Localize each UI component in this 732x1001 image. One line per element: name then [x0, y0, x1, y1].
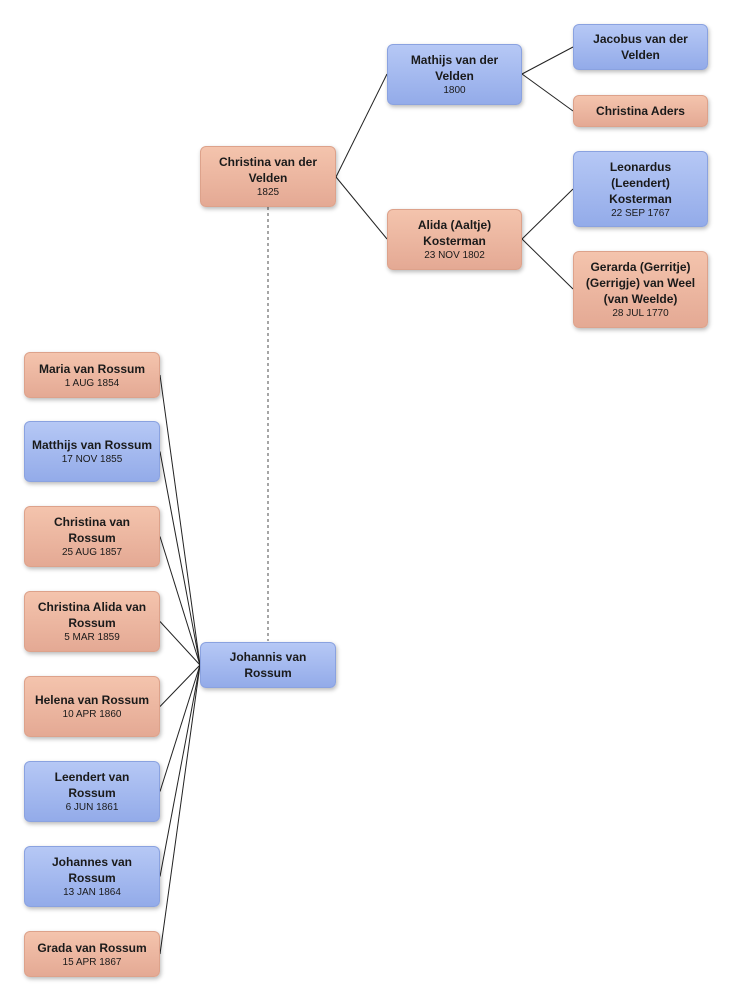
person-name: Christina van der Velden — [218, 155, 318, 185]
edge-christina-alida — [335, 176, 388, 240]
child-helena-van-rossum[interactable]: Helena van Rossum 10 APR 1860 — [24, 676, 160, 737]
person-name: Johannes van Rossum — [51, 855, 133, 885]
person-name: Gerarda (Gerritje) (Gerrigje) van Weel (… — [585, 260, 696, 306]
person-date: 23 NOV 1802 — [424, 250, 485, 261]
person-mathijs-van-der-velden[interactable]: Mathijs van der Velden 1800 — [387, 44, 522, 105]
person-date: 1800 — [443, 85, 466, 96]
person-christina-aders[interactable]: Christina Aders — [573, 95, 708, 127]
person-name: Johannis van Rossum — [229, 650, 307, 680]
person-gerarda-van-weel[interactable]: Gerarda (Gerritje) (Gerrigje) van Weel (… — [573, 251, 708, 328]
person-date: 13 JAN 1864 — [63, 887, 121, 898]
person-name: Jacobus van der Velden — [593, 32, 688, 62]
edge-christina-mathijs — [335, 73, 388, 178]
edge-child-johannes-van-rossum — [159, 664, 201, 877]
person-name: Matthijs van Rossum — [31, 438, 153, 452]
person-name: Mathijs van der Velden — [410, 53, 499, 83]
child-matthijs-van-rossum[interactable]: Matthijs van Rossum 17 NOV 1855 — [24, 421, 160, 482]
person-date: 28 JUL 1770 — [612, 308, 669, 319]
edge-child-leendert-van-rossum — [159, 664, 201, 792]
person-name: Christina Aders — [596, 104, 685, 118]
person-name: Alida (Aaltje) Kosterman — [417, 218, 492, 248]
person-date: 1 AUG 1854 — [64, 377, 120, 389]
person-date: 10 APR 1860 — [62, 709, 122, 720]
person-leonardus-kosterman[interactable]: Leonardus (Leendert) Kosterman 22 SEP 17… — [573, 151, 708, 227]
person-name: Leendert van Rossum — [54, 770, 130, 800]
person-date: 15 APR 1867 — [62, 956, 122, 968]
edge-child-maria-van-rossum — [159, 374, 201, 666]
person-date: 17 NOV 1855 — [61, 454, 123, 465]
edge-alida-leonardus — [521, 188, 574, 240]
edge-child-helena-van-rossum — [159, 664, 201, 707]
edge-alida-gerarda — [521, 238, 574, 290]
person-name: Christina Alida van Rossum — [37, 600, 147, 630]
edge-child-grada-van-rossum — [159, 664, 201, 955]
person-name: Christina van Rossum — [53, 515, 131, 545]
child-johannes-van-rossum[interactable]: Johannes van Rossum 13 JAN 1864 — [24, 846, 160, 907]
person-date: 22 SEP 1767 — [611, 207, 670, 219]
person-date: 5 MAR 1859 — [64, 632, 120, 643]
edge-child-christina-alida-van-rossum — [159, 621, 201, 666]
edge-mathijs-christina-aders — [521, 73, 574, 112]
person-johannis-van-rossum[interactable]: Johannis van Rossum — [200, 642, 336, 688]
child-christina-alida-van-rossum[interactable]: Christina Alida van Rossum 5 MAR 1859 — [24, 591, 160, 652]
person-jacobus-van-der-velden[interactable]: Jacobus van der Velden — [573, 24, 708, 70]
child-christina-van-rossum[interactable]: Christina van Rossum 25 AUG 1857 — [24, 506, 160, 567]
person-alida-kosterman[interactable]: Alida (Aaltje) Kosterman 23 NOV 1802 — [387, 209, 522, 270]
child-leendert-van-rossum[interactable]: Leendert van Rossum 6 JUN 1861 — [24, 761, 160, 822]
person-name: Leonardus (Leendert) Kosterman — [609, 159, 672, 206]
person-date: 1825 — [256, 187, 280, 198]
person-christina-van-der-velden[interactable]: Christina van der Velden 1825 — [200, 146, 336, 207]
person-name: Maria van Rossum — [38, 361, 146, 376]
edge-child-matthijs-van-rossum — [159, 451, 201, 666]
edge-child-christina-van-rossum — [159, 536, 201, 666]
person-name: Helena van Rossum — [34, 693, 150, 707]
person-name: Grada van Rossum — [37, 940, 147, 955]
edge-mathijs-jacobus — [521, 46, 574, 75]
person-date: 25 AUG 1857 — [61, 547, 123, 558]
person-date: 6 JUN 1861 — [65, 802, 119, 813]
